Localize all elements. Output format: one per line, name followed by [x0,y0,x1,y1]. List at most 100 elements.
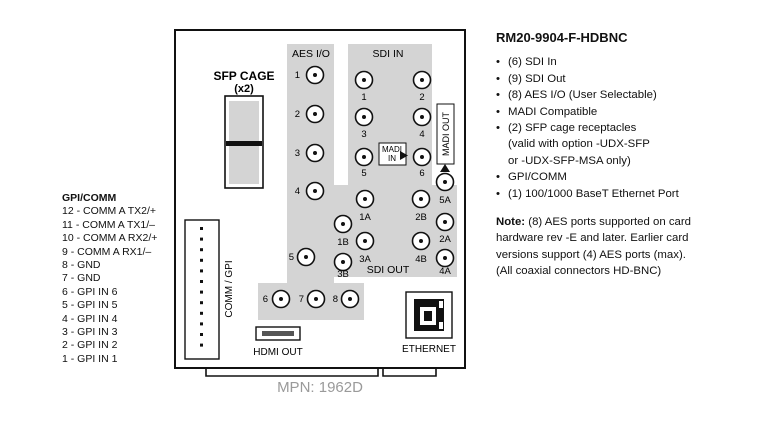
gpi-pin-dot [200,280,203,283]
gpi-pin-row: 12 - COMM A TX2/+ [62,205,157,218]
gpi-pin-row: 3 - GPI IN 3 [62,326,118,339]
sdi-in-port-4: 4 [412,107,432,140]
sdi-out-port-4B-label: 4B [415,254,427,265]
gpi-pin-row: 8 - GND [62,259,101,272]
gpi-pin-row: 9 - COMM A RX1/– [62,245,152,258]
sdi-out-port-3A: 3A [355,231,375,265]
comm-gpi-connector [184,219,220,360]
gpi-pin-row: 4 - GPI IN 4 [62,312,118,325]
madi-in-label-line2: IN [388,154,396,163]
note-text: versions support (4) AES ports (max). [496,248,686,261]
aes-io-panel [287,44,334,286]
sdi-out-port-1B: 1B [333,214,353,248]
sdi-in-port-2-label: 2 [419,92,424,103]
sfp-cage-slot-2 [229,146,259,184]
sdi-out-port-1A-label: 1A [359,212,371,223]
comm-gpi-pins [200,227,203,347]
aes-port-2: 2 [295,104,325,124]
gpi-pin-dot [200,301,203,305]
hdmi-port-inner [262,331,294,336]
madi-in-label-line1: MADI [382,145,402,154]
madi-out-label: MADI OUT [441,111,451,156]
gpi-pin-row: 5 - GPI IN 5 [62,299,118,312]
gpi-pin-row: 2 - GPI IN 2 [62,339,118,352]
ethernet-label: ETHERNET [402,344,456,355]
aes-port-6-label: 6 [263,294,268,305]
sdi-in-header: SDI IN [373,48,404,60]
feature-text: (2) SFP cage receptacles [508,122,637,135]
gpi-pin-row: 6 - GPI IN 6 [62,285,118,298]
feature-subtext: or -UDX-SFP-MSA only) [508,154,631,167]
feature-item: MADI Compatible [496,104,764,121]
gpi-pin-dot [200,322,203,326]
sdi-in-port-1-label: 1 [361,92,366,103]
feature-item: (1) 100/1000 BaseT Ethernet Port [496,186,764,203]
sdi-in-port-6-label: 6 [419,168,424,179]
model-title: RM20-9904-F-HDBNC [496,30,628,45]
feature-subtext: (valid with option -UDX-SFP [508,138,650,151]
feature-item: (8) AES I/O (User Selectable) [496,87,764,104]
sdi-out-port-2A: 2A [435,212,455,245]
aes-port-4: 4 [295,181,325,201]
sdi-in-port-1: 1 [354,70,374,103]
spec-panel: RM20-9904-F-HDBNC (6) SDI In (9) SDI Out… [496,30,764,280]
sdi-in-port-5-label: 5 [361,168,366,179]
sdi-out-port-4A: 4A [435,248,455,277]
feature-item: GPI/COMM [496,169,764,186]
sdi-out-port-3B-label: 3B [337,269,349,280]
gpi-pin-dot [200,248,203,252]
card-bottom-tab-left [205,368,379,377]
sdi-out-port-1B-label: 1B [337,237,349,248]
gpi-comm-header: GPI/COMM [62,192,117,204]
hdmi-out-label: HDMI OUT [253,347,302,358]
note-text: (All coaxial connectors HD-BNC) [496,265,662,278]
sfp-cage-label: SFP CAGE [213,69,274,83]
ethernet-led-top [439,301,443,308]
sdi-in-port-4-label: 4 [419,129,424,140]
madi-out-arrow [440,164,450,172]
sdi-out-port-3A-label: 3A [359,254,371,265]
gpi-pin-dot [200,269,203,273]
gpi-pin-dot [200,333,203,336]
gpi-pin-dot [200,311,203,315]
sdi-out-header: SDI OUT [367,264,410,276]
feature-list: (6) SDI In (9) SDI Out (8) AES I/O (User… [496,54,764,202]
aes-port-1: 1 [295,65,325,85]
aes-port-7-label: 7 [299,294,304,305]
ethernet-led-bottom [439,322,443,329]
feature-item-sfp: (2) SFP cage receptacles (valid with opt… [496,120,764,169]
feature-item: (6) SDI In [496,54,764,71]
aes-port-2-label: 2 [295,109,300,120]
sdi-out-port-4B: 4B [411,231,431,265]
sdi-out-port-5A: 5A [435,172,455,206]
sdi-out-port-3B: 3B [333,252,353,280]
sdi-in-port-3: 3 [354,107,374,140]
feature-item: (9) SDI Out [496,71,764,88]
comm-gpi-label: COMM / GPI [224,260,235,317]
sdi-out-port-2B-label: 2B [415,212,427,223]
aes-port-8: 8 [333,289,360,309]
aes-port-6: 6 [263,289,291,309]
gpi-pin-row: 10 - COMM A RX2/+ [62,232,158,245]
sdi-out-port-2A-label: 2A [439,234,451,245]
aes-port-5-label: 5 [289,252,294,263]
sdi-in-port-6: 6 [412,147,432,179]
note-text: hardware rev -E and later. Earlier card [496,232,689,245]
sdi-out-port-1A: 1A [355,189,375,223]
madi-in-arrow [400,151,408,160]
sfp-cage-divider [226,141,262,146]
gpi-pin-row: 11 - COMM A TX1/– [62,218,155,231]
madi-in-box [378,142,407,166]
gpi-pin-dot [200,258,203,262]
aes-io-header: AES I/O [292,48,330,60]
aes-port-5: 5 [289,247,316,267]
gpi-pin-row: 7 - GND [62,272,101,285]
sdi-in-port-2: 2 [412,70,432,103]
aes-port-8-label: 8 [333,294,338,305]
mpn-label: MPN: 1962D [277,379,363,396]
gpi-pin-row: 1 - GPI IN 1 [62,352,118,365]
gpi-pin-dot [200,237,203,241]
ethernet-latch-inner [424,311,432,321]
